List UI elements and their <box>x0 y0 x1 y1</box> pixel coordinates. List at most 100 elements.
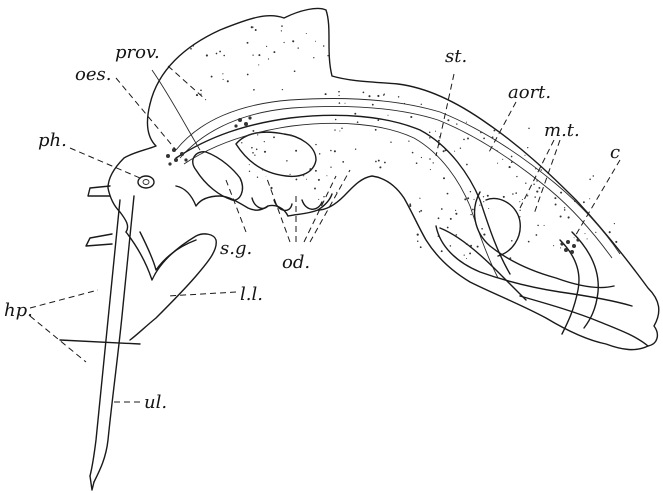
leader-od-1 <box>266 176 290 242</box>
stipple-dot <box>538 187 540 189</box>
stipple-dot <box>420 246 422 248</box>
stipple-dot <box>318 199 319 200</box>
stipple-dot <box>527 195 528 196</box>
stipple-dot <box>290 174 291 175</box>
stipple-dot <box>467 197 469 199</box>
stipple-dot <box>339 102 341 104</box>
stipple-dot <box>326 175 327 176</box>
stipple-dot <box>264 141 265 142</box>
stipple-dot <box>315 41 316 42</box>
stipple-dot <box>447 227 449 229</box>
stipple-dot <box>564 207 565 208</box>
stipple-dot <box>303 175 304 176</box>
stipple-dot <box>470 214 471 215</box>
stipple-dot <box>252 54 253 55</box>
stipple-dot <box>378 160 380 162</box>
stipple-dot <box>568 216 570 218</box>
label-mt: m.t. <box>544 120 580 141</box>
stipple-dot <box>572 252 573 253</box>
stipple-dot <box>454 151 455 152</box>
stipple-dot <box>193 45 194 46</box>
stipple-dot <box>315 144 316 145</box>
stipple-dot <box>294 70 296 72</box>
leader-oes <box>116 78 176 150</box>
lower-lip-inner <box>140 232 196 270</box>
stipple-dot <box>268 58 269 59</box>
stipple-dot <box>564 209 566 211</box>
rectal-region <box>560 240 579 334</box>
stipple-dot <box>535 168 536 169</box>
stipple-dot <box>445 149 447 151</box>
stipple-dot <box>450 245 452 247</box>
stipple-dot <box>206 54 208 56</box>
stipple-dot <box>477 246 479 248</box>
stipple-dot <box>470 245 472 247</box>
stipple-dot <box>334 129 335 130</box>
stipple-dot <box>421 104 422 105</box>
stipple-dot <box>255 29 257 31</box>
leader-c <box>574 160 620 238</box>
label-od: od. <box>282 252 310 273</box>
stipple-dot <box>488 208 489 209</box>
stipple-dot <box>483 196 484 197</box>
stipple-dot <box>281 25 283 27</box>
stipple-dot <box>438 140 440 142</box>
label-st: st. <box>445 46 467 67</box>
stipple-dot <box>483 234 485 236</box>
stipple-dot <box>527 147 528 148</box>
stipple-dot <box>463 139 465 141</box>
stipple-dot <box>510 257 512 259</box>
leader-od-4 <box>310 170 350 242</box>
stipple-dot <box>537 225 539 227</box>
stipple-dot <box>375 129 377 131</box>
stipple-dot <box>249 164 250 165</box>
stipple-dot <box>286 160 287 161</box>
stipple-dot <box>492 136 494 138</box>
stipple-dot <box>511 156 513 158</box>
stipple-dot <box>519 201 520 202</box>
stipple-dot <box>247 42 249 44</box>
stipple-dot <box>614 223 615 224</box>
salivary-gland-outline <box>193 152 243 200</box>
stipple-dot <box>528 128 529 129</box>
stipple-dot <box>493 130 495 132</box>
stipple-dot <box>355 149 356 150</box>
stipple-dot <box>222 73 223 74</box>
stipple-dot <box>560 247 561 248</box>
stipple-dot <box>383 94 384 95</box>
labium-outline <box>90 200 120 476</box>
stipple-dot <box>553 245 554 246</box>
label-ul: ul. <box>144 392 167 413</box>
stipple-dot <box>419 198 420 199</box>
stipple-dot <box>288 134 289 135</box>
leader-hp-2 <box>30 316 86 362</box>
stipple-dot <box>528 241 530 243</box>
stipple-dot <box>412 152 414 154</box>
stipple-dot <box>342 161 344 163</box>
malpighian-tubule-2 <box>436 226 632 306</box>
stipple-dot <box>273 51 275 53</box>
stipple-dot <box>415 219 416 220</box>
stipple-dot <box>313 57 314 58</box>
stipple-dot <box>433 162 434 163</box>
labium-inner-outline <box>94 196 134 482</box>
stipple-dot <box>390 141 391 142</box>
stipple-dot <box>467 138 469 140</box>
stipple-dot <box>306 33 307 34</box>
stipple-dot <box>584 233 585 234</box>
stipple-dot <box>534 196 535 197</box>
stipple-dot <box>536 234 538 236</box>
stipple-dot <box>464 198 466 200</box>
stipple-dot <box>466 243 468 245</box>
stipple-dot <box>372 104 374 106</box>
stipple-dot <box>589 179 591 181</box>
stipple-dot <box>511 161 513 163</box>
stipple-dot <box>593 175 594 176</box>
stipple-dot <box>319 153 320 154</box>
stipple-dot <box>438 217 440 219</box>
stipple-dot <box>384 162 386 164</box>
stipple-dot <box>409 205 411 207</box>
stipple-dot <box>258 54 260 56</box>
stipple-dot <box>574 200 576 202</box>
stipple-dot <box>363 92 365 94</box>
